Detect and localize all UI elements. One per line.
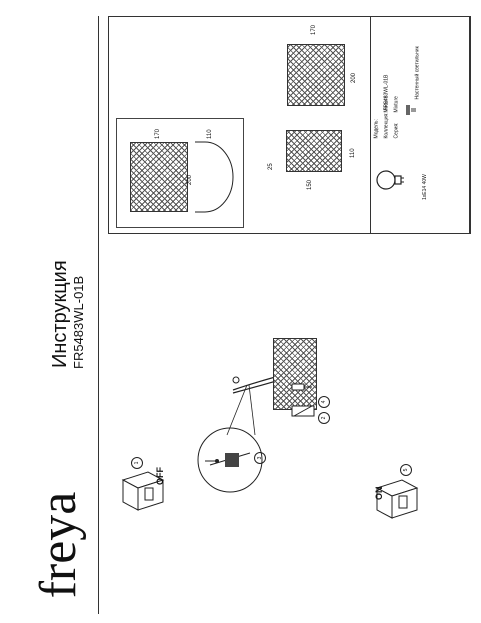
dimension-view-box bbox=[116, 118, 244, 228]
spec-series-value: Mixture bbox=[393, 96, 400, 113]
spec-panel bbox=[108, 16, 471, 234]
wall-lamp-type-icon bbox=[406, 105, 416, 115]
step-3-badge: 3 bbox=[254, 452, 266, 464]
switch-on-illustration bbox=[375, 479, 419, 519]
off-label: OFF bbox=[155, 467, 165, 485]
specs-box bbox=[370, 16, 470, 234]
bulb-spec: 1xE14 40W bbox=[422, 174, 428, 200]
dim-label-front-height: 200 bbox=[351, 72, 357, 83]
side-profile bbox=[195, 141, 234, 213]
on-label: ON bbox=[374, 486, 384, 501]
step-5-badge: 5 bbox=[400, 464, 412, 476]
spec-collection-value: Modern bbox=[383, 95, 390, 113]
side-view bbox=[286, 130, 342, 172]
switch-off-illustration bbox=[121, 471, 165, 511]
bulb-icon bbox=[376, 170, 404, 190]
dim-label-top-left-width: 170 bbox=[155, 128, 161, 139]
mounting-detail-illustration bbox=[197, 427, 263, 493]
leader-lines bbox=[226, 384, 256, 436]
brand-logo: freya bbox=[30, 491, 87, 599]
dim-label-side-height: 25 bbox=[268, 163, 274, 170]
spec-collection-label: Коллекция: bbox=[383, 112, 390, 139]
dim-label-side-width: 150 bbox=[307, 179, 313, 190]
step-1-badge: 1 bbox=[131, 457, 143, 469]
dim-label-top-left-height: 200 bbox=[187, 174, 193, 185]
front-view-large bbox=[287, 44, 345, 106]
lamp-installation-view bbox=[273, 338, 317, 410]
spec-model-label: Модель: bbox=[373, 119, 380, 139]
drawing-panel bbox=[98, 16, 371, 614]
dim-label-front-width: 170 bbox=[311, 24, 317, 35]
instruction-heading: Инструкция bbox=[49, 260, 71, 368]
step-4-badge: 4 bbox=[318, 396, 330, 408]
step-2-badge: 2 bbox=[318, 412, 330, 424]
spec-series-label: Серия: bbox=[393, 122, 400, 139]
spec-type-value: Настенный светильник bbox=[414, 46, 421, 100]
screw-illustration bbox=[291, 383, 315, 417]
dim-label-side-depth: 110 bbox=[350, 148, 356, 158]
front-view-small bbox=[130, 142, 188, 212]
dim-label-top-left-depth: 110 bbox=[207, 129, 213, 139]
model-subtitle: FR5483WL-01B bbox=[71, 275, 86, 369]
